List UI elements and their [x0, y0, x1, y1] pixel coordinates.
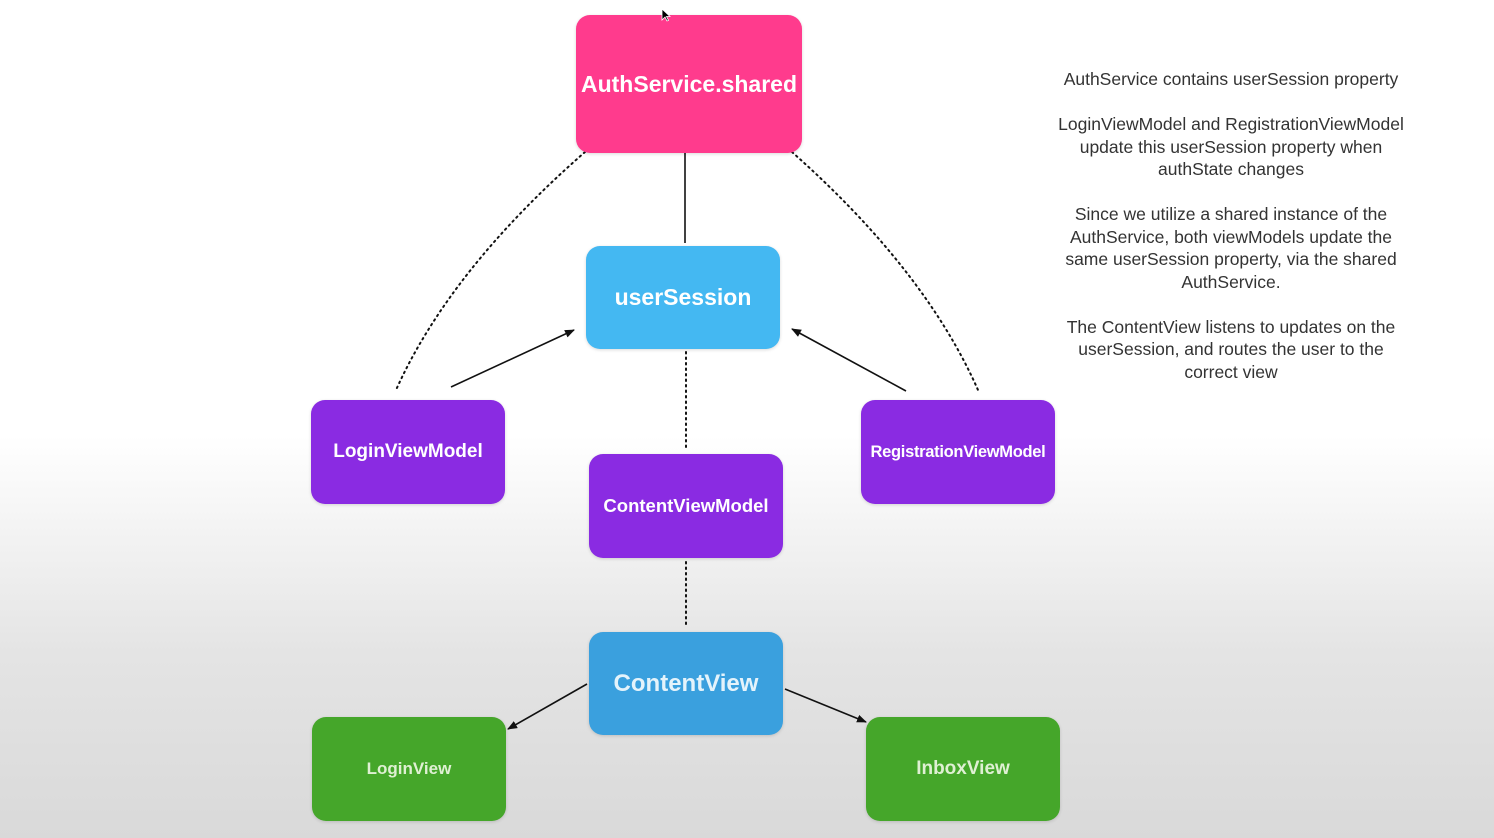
- connector-auth-loginvm: [395, 151, 586, 391]
- node-login-view-model-label: LoginViewModel: [333, 441, 483, 462]
- node-inbox-view-label: InboxView: [916, 758, 1010, 779]
- node-registration-view-model: RegistrationViewModel: [861, 400, 1055, 504]
- node-user-session-label: userSession: [614, 284, 752, 310]
- node-registration-view-model-label: RegistrationViewModel: [870, 442, 1046, 461]
- note-paragraph: The ContentView listens to updates on th…: [1066, 316, 1396, 382]
- node-auth-service-label: AuthService.shared: [580, 70, 798, 97]
- arrow-contentview-loginview: [507, 683, 588, 730]
- note-paragraph: Since we utilize a shared instance of th…: [1065, 204, 1397, 292]
- node-content-view-model: ContentViewModel: [589, 454, 783, 558]
- arrow-loginvm-session: [450, 329, 575, 388]
- note-paragraph: AuthService contains userSession propert…: [1063, 69, 1399, 89]
- node-login-view: LoginView: [312, 717, 506, 821]
- node-user-session: userSession: [586, 246, 780, 349]
- node-inbox-view: InboxView: [866, 717, 1060, 821]
- node-content-view: ContentView: [589, 632, 783, 735]
- node-content-view-label: ContentView: [613, 669, 759, 697]
- arrow-regvm-session: [791, 328, 907, 392]
- explanation-notes: AuthService contains userSession propert…: [1036, 68, 1426, 406]
- connector-auth-regvm: [791, 151, 979, 391]
- node-content-view-model-label: ContentViewModel: [603, 495, 769, 516]
- node-login-view-label: LoginView: [366, 759, 452, 778]
- note-paragraph: LoginViewModel and RegistrationViewModel…: [1058, 114, 1404, 179]
- node-auth-service: AuthService.shared: [576, 15, 802, 153]
- mouse-pointer-icon: [661, 8, 671, 22]
- arrow-contentview-inboxview: [784, 688, 867, 723]
- node-login-view-model: LoginViewModel: [311, 400, 505, 504]
